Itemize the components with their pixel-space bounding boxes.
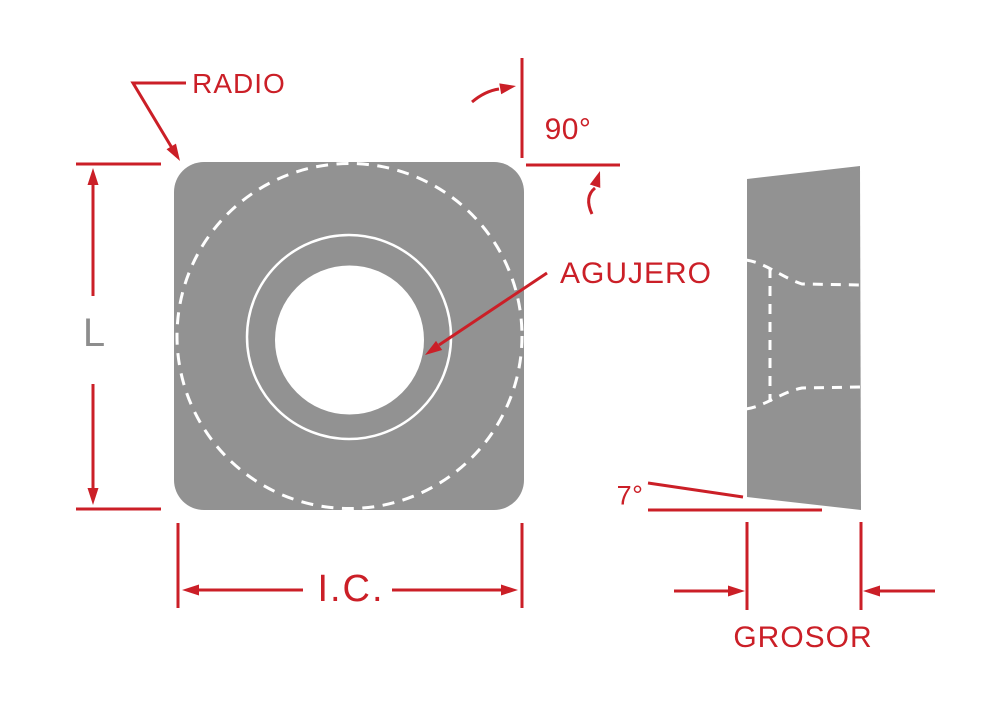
clearance-angle-label: 7° bbox=[616, 480, 644, 511]
insert-side-profile bbox=[747, 166, 861, 510]
radius-leader bbox=[130, 81, 186, 161]
inscribed-circle-dimension bbox=[176, 523, 524, 608]
hole-label: AGUJERO bbox=[559, 257, 713, 290]
angle-7-annotation bbox=[647, 481, 822, 512]
corner-angle-label: 90° bbox=[544, 113, 592, 146]
arrowhead-corner-icon bbox=[166, 143, 180, 161]
thickness-dimension bbox=[674, 522, 935, 610]
hidden-hole-lines bbox=[745, 258, 862, 411]
radius-leader-line bbox=[130, 81, 186, 149]
front-view bbox=[174, 162, 524, 510]
angle-90-curved-arrow-bottom bbox=[587, 186, 597, 215]
thickness-label: GROSOR bbox=[733, 621, 873, 654]
arrowhead-hole-icon bbox=[425, 340, 443, 355]
center-hole bbox=[275, 265, 424, 415]
arrowhead-left-icon bbox=[182, 584, 199, 596]
arrowhead-up-right-icon bbox=[589, 171, 601, 188]
length-dimension bbox=[76, 162, 161, 511]
hole-leader-line bbox=[438, 271, 548, 347]
arrowhead-right-icon bbox=[728, 585, 745, 597]
arrowhead-left-icon bbox=[863, 585, 880, 597]
angle-90-annotation bbox=[471, 58, 620, 215]
annotations bbox=[76, 58, 935, 610]
hidden-line-bottom bbox=[745, 385, 862, 411]
hidden-line-top bbox=[745, 258, 862, 287]
arrowhead-up-icon bbox=[87, 168, 99, 185]
arrowhead-right-icon bbox=[501, 584, 518, 596]
angle-90-curved-arrow-top bbox=[471, 87, 500, 104]
hole-leader bbox=[425, 271, 548, 355]
inscribed-circle-dashed bbox=[175, 162, 524, 510]
inscribed-circle-label: I.C. bbox=[317, 568, 385, 610]
arrowhead-down-icon bbox=[87, 488, 99, 505]
side-view bbox=[745, 166, 862, 510]
angle-7-slanted-line bbox=[647, 481, 744, 499]
length-label: L bbox=[82, 311, 106, 355]
arrowhead-right-icon bbox=[499, 83, 516, 95]
radius-label: RADIO bbox=[192, 68, 286, 99]
